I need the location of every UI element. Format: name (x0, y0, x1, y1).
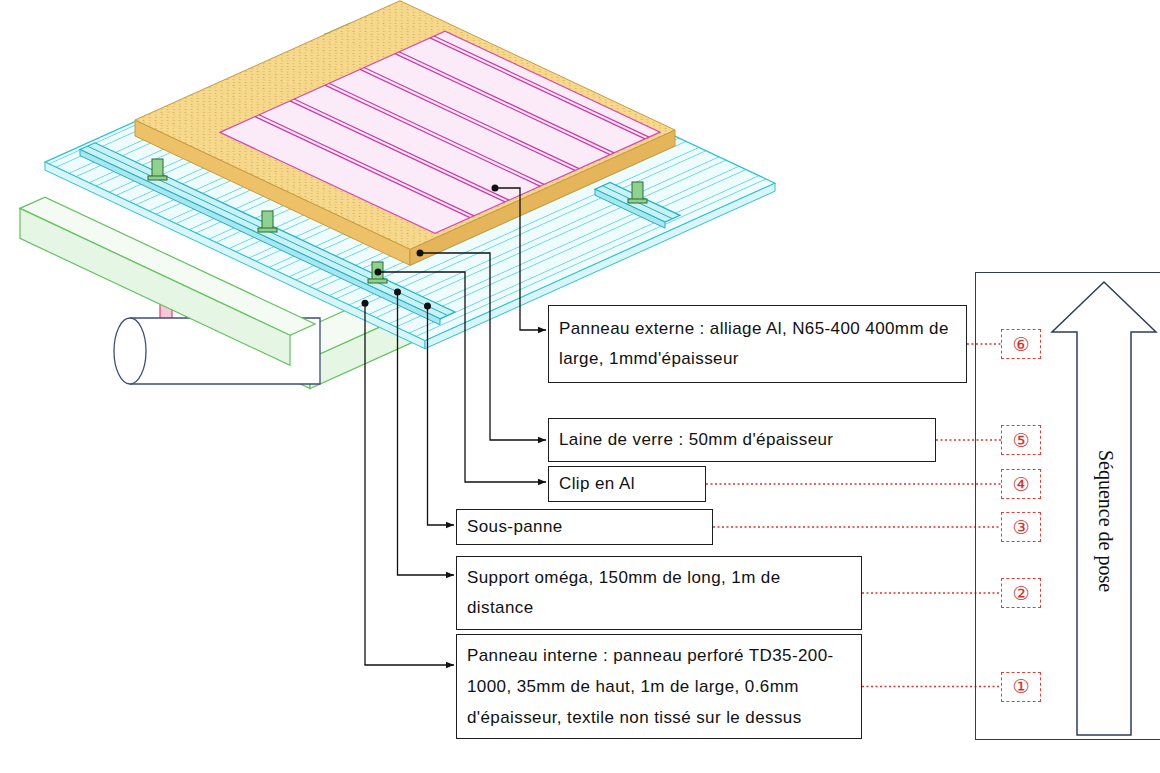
rail-face (80, 150, 440, 325)
callout-number-box: ④ (1001, 469, 1041, 499)
sheet-ribs (45, 5, 775, 341)
pipe-body (130, 318, 320, 384)
rail-top (595, 182, 680, 222)
callout-text: Panneau externe : alliage Al, N65-400 40… (559, 314, 956, 374)
rail-groove (603, 186, 673, 219)
leader-line (365, 303, 454, 665)
clip-foot (628, 199, 647, 203)
clip (372, 262, 383, 282)
callout-text: Clip en Al (559, 472, 695, 496)
callout-number-box: ⑥ (1001, 329, 1041, 359)
pipe-support (186, 298, 198, 320)
leader-line (420, 253, 546, 440)
rail-top (80, 143, 455, 319)
leader-dots (362, 185, 499, 310)
beam-front (20, 197, 315, 335)
callout-number: ② (1012, 584, 1029, 603)
standing-seams (255, 36, 649, 218)
beam-top (325, 23, 660, 180)
clip (632, 182, 643, 202)
sequence-label: Séquence de pose (1094, 450, 1117, 592)
sheet-ground (45, 5, 775, 341)
leader-dot (492, 185, 499, 192)
clip (152, 159, 163, 179)
al-clips (148, 159, 647, 283)
beam-top (20, 197, 315, 335)
leader-dot (394, 289, 401, 296)
callout-text: Sous-panne (467, 515, 702, 539)
callout-number-box: ③ (1001, 512, 1041, 542)
leader-dot (424, 303, 431, 310)
callout-number-box: ⑤ (1001, 425, 1041, 455)
leader-line (495, 188, 546, 330)
inner-sheet (45, 5, 775, 341)
rail-groove (88, 146, 448, 315)
dotted-link (713, 526, 1001, 528)
wool-face (135, 120, 410, 265)
outer-panel (220, 31, 660, 233)
callout-box: Panneau externe : alliage Al, N65-400 40… (548, 305, 967, 383)
beam-face (325, 34, 635, 210)
dotted-link (862, 686, 1001, 688)
callout-box: Support oméga, 150mm de long, 1m de dist… (456, 556, 862, 630)
leader-line (428, 306, 455, 525)
callout-number: ⑤ (1012, 431, 1029, 450)
leader-dot (375, 269, 382, 276)
dotted-link (967, 343, 1001, 345)
pipe-end (114, 318, 146, 384)
dotted-link (936, 439, 1001, 441)
callout-number-box: ② (1001, 578, 1041, 608)
beam-face (20, 208, 290, 365)
callout-box: Laine de verre : 50mm d'épaisseur (548, 418, 936, 462)
callout-box: Sous-panne (456, 509, 713, 545)
girder-end (275, 342, 310, 389)
callout-number-box: ① (1001, 672, 1041, 702)
callout-text: Laine de verre : 50mm d'épaisseur (559, 425, 925, 455)
callout-box: Clip en Al (548, 466, 706, 502)
callout-number: ① (1012, 677, 1029, 696)
dotted-link (706, 483, 1001, 485)
callout-box: Panneau interne : panneau perforé TD35-2… (456, 634, 862, 739)
leader-dot (417, 250, 424, 257)
callout-number: ④ (1012, 475, 1029, 494)
sheet-edge (45, 162, 425, 349)
sequence-arrow (1052, 282, 1156, 735)
callout-number: ③ (1012, 518, 1029, 537)
clip-foot (368, 279, 387, 283)
wool-face (410, 130, 675, 265)
clip-foot (258, 228, 277, 232)
dotted-link (862, 592, 1001, 594)
pipe-support (160, 288, 172, 320)
omega-rails (80, 44, 680, 321)
rail-face (595, 189, 665, 228)
callout-text: Support oméga, 150mm de long, 1m de dist… (467, 563, 851, 623)
leader-line (378, 272, 546, 482)
callout-text: Panneau interne : panneau perforé TD35-2… (467, 640, 851, 733)
wool-and-outer-panel (135, 1, 675, 250)
beam-back (325, 23, 660, 180)
wool-top (135, 1, 675, 250)
clip (262, 211, 273, 231)
leader-dot (362, 300, 369, 307)
leader-line (398, 292, 455, 575)
sequence-panel: Séquence de pose ⑥ ⑤ ④ ③ ② ① (975, 272, 1160, 740)
callout-number: ⑥ (1012, 335, 1029, 354)
clip-foot (148, 176, 167, 180)
